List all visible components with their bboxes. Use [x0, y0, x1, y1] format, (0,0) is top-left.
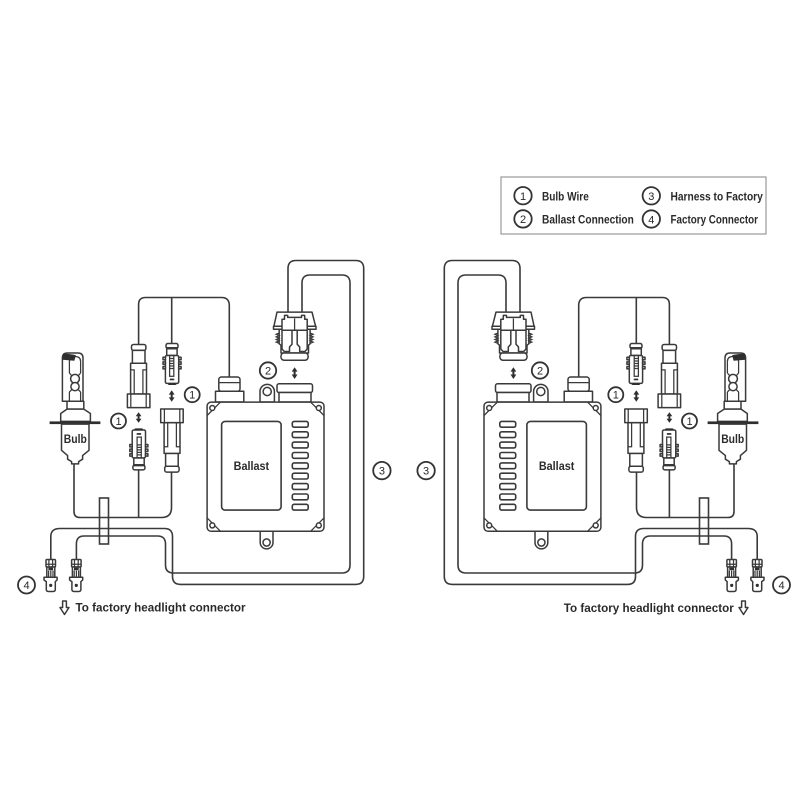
svg-text:4: 4	[778, 580, 784, 592]
svg-text:3: 3	[379, 466, 385, 478]
svg-text:4: 4	[648, 214, 654, 226]
svg-text:To factory headlight connector: To factory headlight connector	[76, 601, 246, 615]
svg-text:Harness to Factory: Harness to Factory	[671, 189, 764, 203]
svg-text:Ballast: Ballast	[234, 461, 270, 473]
svg-text:Bulb: Bulb	[721, 434, 744, 446]
svg-text:Bulb: Bulb	[64, 434, 87, 446]
svg-text:3: 3	[423, 466, 429, 478]
svg-text:1: 1	[115, 416, 121, 428]
svg-text:Bulb Wire: Bulb Wire	[542, 189, 589, 203]
svg-text:1: 1	[686, 416, 692, 428]
svg-text:2: 2	[520, 214, 526, 226]
svg-text:2: 2	[537, 366, 543, 378]
svg-text:2: 2	[265, 366, 271, 378]
svg-text:1: 1	[520, 191, 526, 203]
svg-text:Ballast Connection: Ballast Connection	[542, 212, 634, 226]
svg-text:1: 1	[189, 390, 195, 402]
svg-text:4: 4	[23, 580, 29, 592]
svg-text:To factory headlight connector: To factory headlight connector	[564, 601, 734, 615]
svg-text:Factory Connector: Factory Connector	[671, 212, 759, 226]
svg-text:1: 1	[613, 390, 619, 402]
svg-text:Ballast: Ballast	[539, 461, 575, 473]
svg-text:3: 3	[648, 191, 654, 203]
